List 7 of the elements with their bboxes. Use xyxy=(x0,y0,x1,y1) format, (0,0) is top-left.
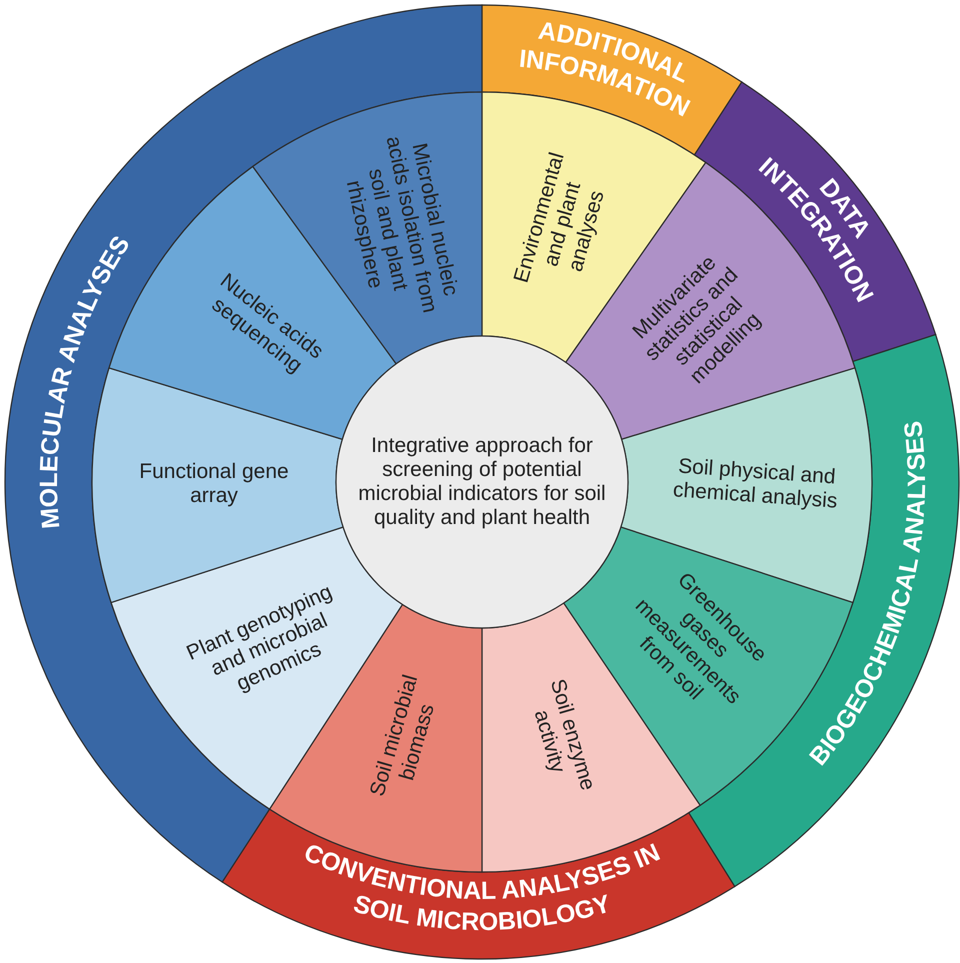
segment-label: Functional gene array xyxy=(139,460,289,508)
segment-label: Soil physical and chemical analysis xyxy=(671,454,840,516)
center-text: Integrative approach for screening of potential microbial indicators for soil quality and plant health xyxy=(357,434,607,530)
center-circle xyxy=(335,335,629,629)
segment-label: Soil microbial biomass xyxy=(364,671,440,801)
segment-label: Microbial nucleic acids isolation from soil and plant rhizosphere xyxy=(340,133,464,317)
segment-label: Soil enzyme activity xyxy=(528,676,600,795)
